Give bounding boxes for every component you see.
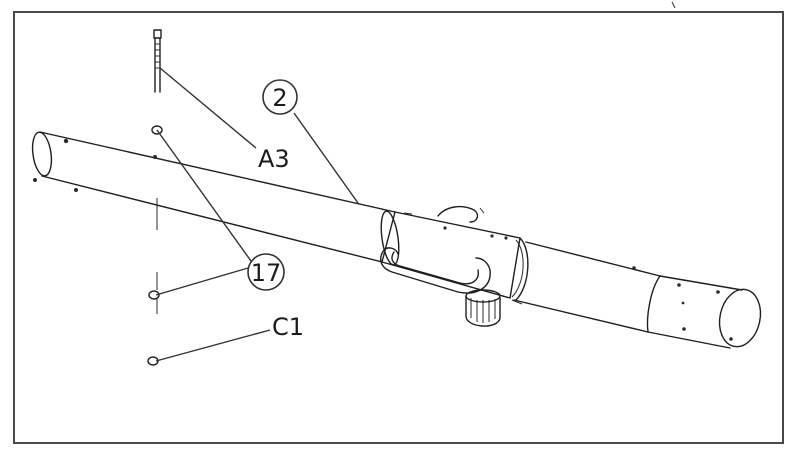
- callout-c1-label: C1: [272, 313, 304, 341]
- main-tube: [31, 131, 762, 349]
- leader-17-top: [156, 129, 257, 269]
- washer-17-bottom: [148, 290, 160, 300]
- fastener-stack: [147, 29, 163, 366]
- frame-mark: [671, 1, 676, 9]
- leader-17-bottom: [155, 267, 249, 296]
- adjustment-collar: [380, 205, 529, 301]
- callout-17-label: 17: [251, 259, 282, 287]
- locking-knob: [465, 289, 523, 327]
- leader-2: [293, 112, 359, 204]
- bolt-a3: [153, 29, 162, 93]
- callout-17: 17: [247, 253, 285, 291]
- leader-c1: [155, 329, 271, 362]
- diagram-frame: [13, 11, 784, 444]
- callout-2-label: 2: [272, 84, 287, 112]
- callout-a3-label: A3: [258, 145, 290, 173]
- handle: [380, 247, 491, 294]
- callout-2: 2: [262, 79, 298, 115]
- inner-tube: [646, 275, 762, 349]
- leader-a3: [159, 67, 257, 149]
